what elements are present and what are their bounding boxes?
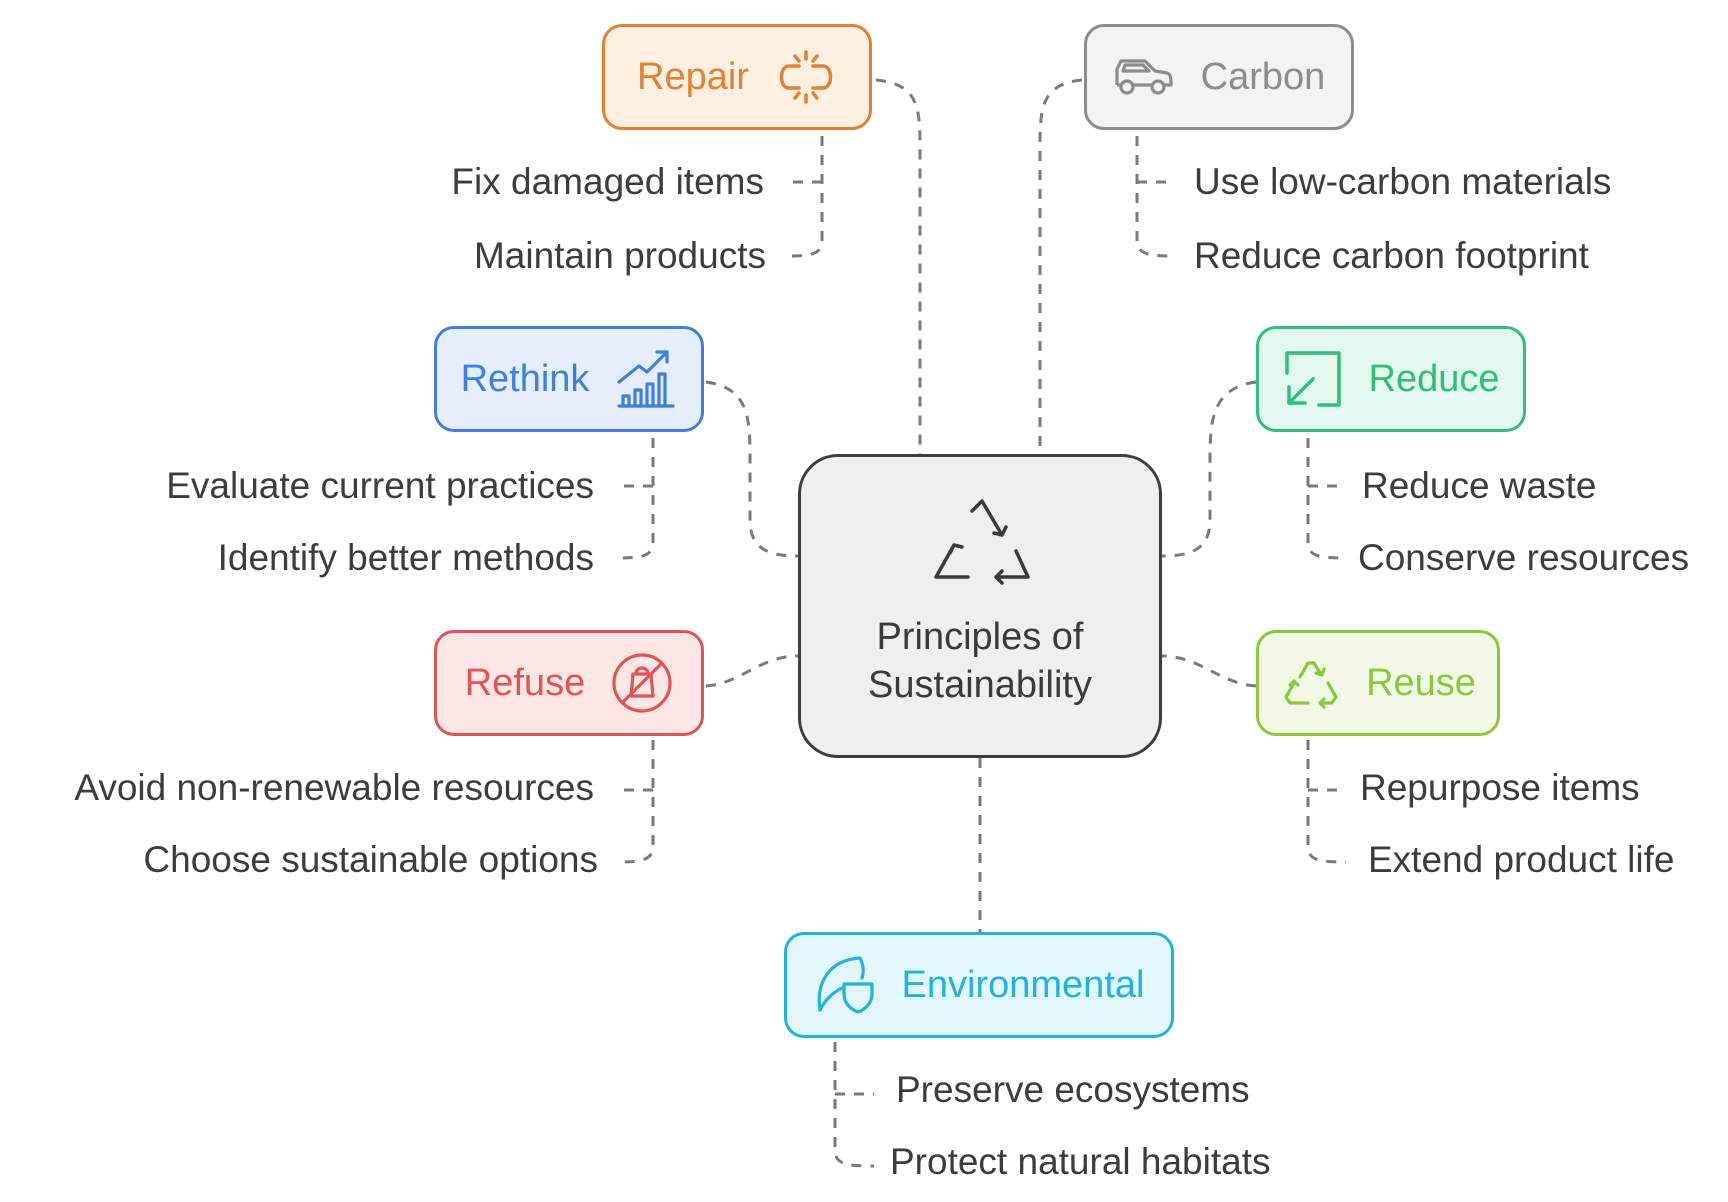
- rethink-item-2: Identify better methods: [217, 537, 594, 578]
- reuse-item-2: Extend product life: [1368, 839, 1675, 880]
- connector-reduce-items: [1306, 438, 1347, 560]
- connector-repair: [875, 78, 922, 454]
- node-refuse[interactable]: Refuse: [434, 630, 704, 736]
- node-refuse-label: Refuse: [464, 661, 586, 704]
- connector-refuse: [705, 654, 799, 688]
- center-node: Principles of Sustainability: [798, 454, 1162, 758]
- refuse-item-2: Choose sustainable options: [143, 839, 598, 880]
- node-repair[interactable]: Repair: [602, 24, 872, 130]
- leaf-shield-icon: [817, 956, 874, 1014]
- repair-item-2: Maintain products: [473, 235, 766, 276]
- connector-reuse: [1161, 654, 1257, 688]
- carbon-item-2: Reduce carbon footprint: [1194, 235, 1589, 276]
- environmental-item-1: Preserve ecosystems: [896, 1069, 1250, 1110]
- environmental-item-2: Protect natural habitats: [890, 1141, 1271, 1182]
- shrink-arrow-icon: [1284, 351, 1341, 407]
- connector-carbon: [1038, 78, 1083, 454]
- rethink-item-1: Evaluate current practices: [166, 465, 594, 506]
- reduce-item-1: Reduce waste: [1362, 465, 1597, 506]
- node-reduce-label: Reduce: [1368, 357, 1500, 400]
- connector-carbon-items: [1135, 136, 1175, 258]
- node-reuse-label: Reuse: [1366, 661, 1476, 704]
- recycle-icon: [1284, 661, 1338, 709]
- connector-reduce: [1161, 380, 1257, 558]
- node-environmental-label: Environmental: [901, 963, 1145, 1006]
- node-reduce[interactable]: Reduce: [1256, 326, 1526, 432]
- connector-repair-items: [786, 136, 824, 258]
- node-repair-label: Repair: [637, 55, 749, 98]
- reuse-item-1: Repurpose items: [1360, 767, 1640, 808]
- recycle-triangle-icon: [934, 499, 1030, 585]
- connector-rethink: [705, 380, 799, 558]
- no-bag-icon: [612, 653, 672, 713]
- repair-item-1: Fix damaged items: [451, 161, 764, 202]
- node-rethink[interactable]: Rethink: [434, 326, 704, 432]
- node-rethink-label: Rethink: [460, 357, 590, 400]
- node-reuse[interactable]: Reuse: [1256, 630, 1500, 736]
- car-icon: [1115, 59, 1173, 95]
- reduce-item-2: Conserve resources: [1358, 537, 1690, 578]
- center-title-line1: Principles of: [876, 616, 1084, 658]
- connector-rethink-items: [616, 438, 655, 560]
- trending-chart-icon: [617, 350, 676, 408]
- center-title: Principles of Sustainability: [801, 613, 1159, 709]
- center-title-line2: Sustainability: [868, 664, 1092, 706]
- refuse-item-1: Avoid non-renewable resources: [74, 767, 594, 808]
- connector-refuse-items: [616, 740, 655, 864]
- connector-reuse-items: [1306, 740, 1347, 864]
- node-carbon[interactable]: Carbon: [1084, 24, 1354, 130]
- node-carbon-label: Carbon: [1200, 55, 1326, 98]
- broken-link-icon: [779, 50, 833, 104]
- carbon-item-1: Use low-carbon materials: [1194, 161, 1612, 202]
- node-environmental[interactable]: Environmental: [784, 932, 1174, 1038]
- connector-environmental-items: [833, 1042, 875, 1168]
